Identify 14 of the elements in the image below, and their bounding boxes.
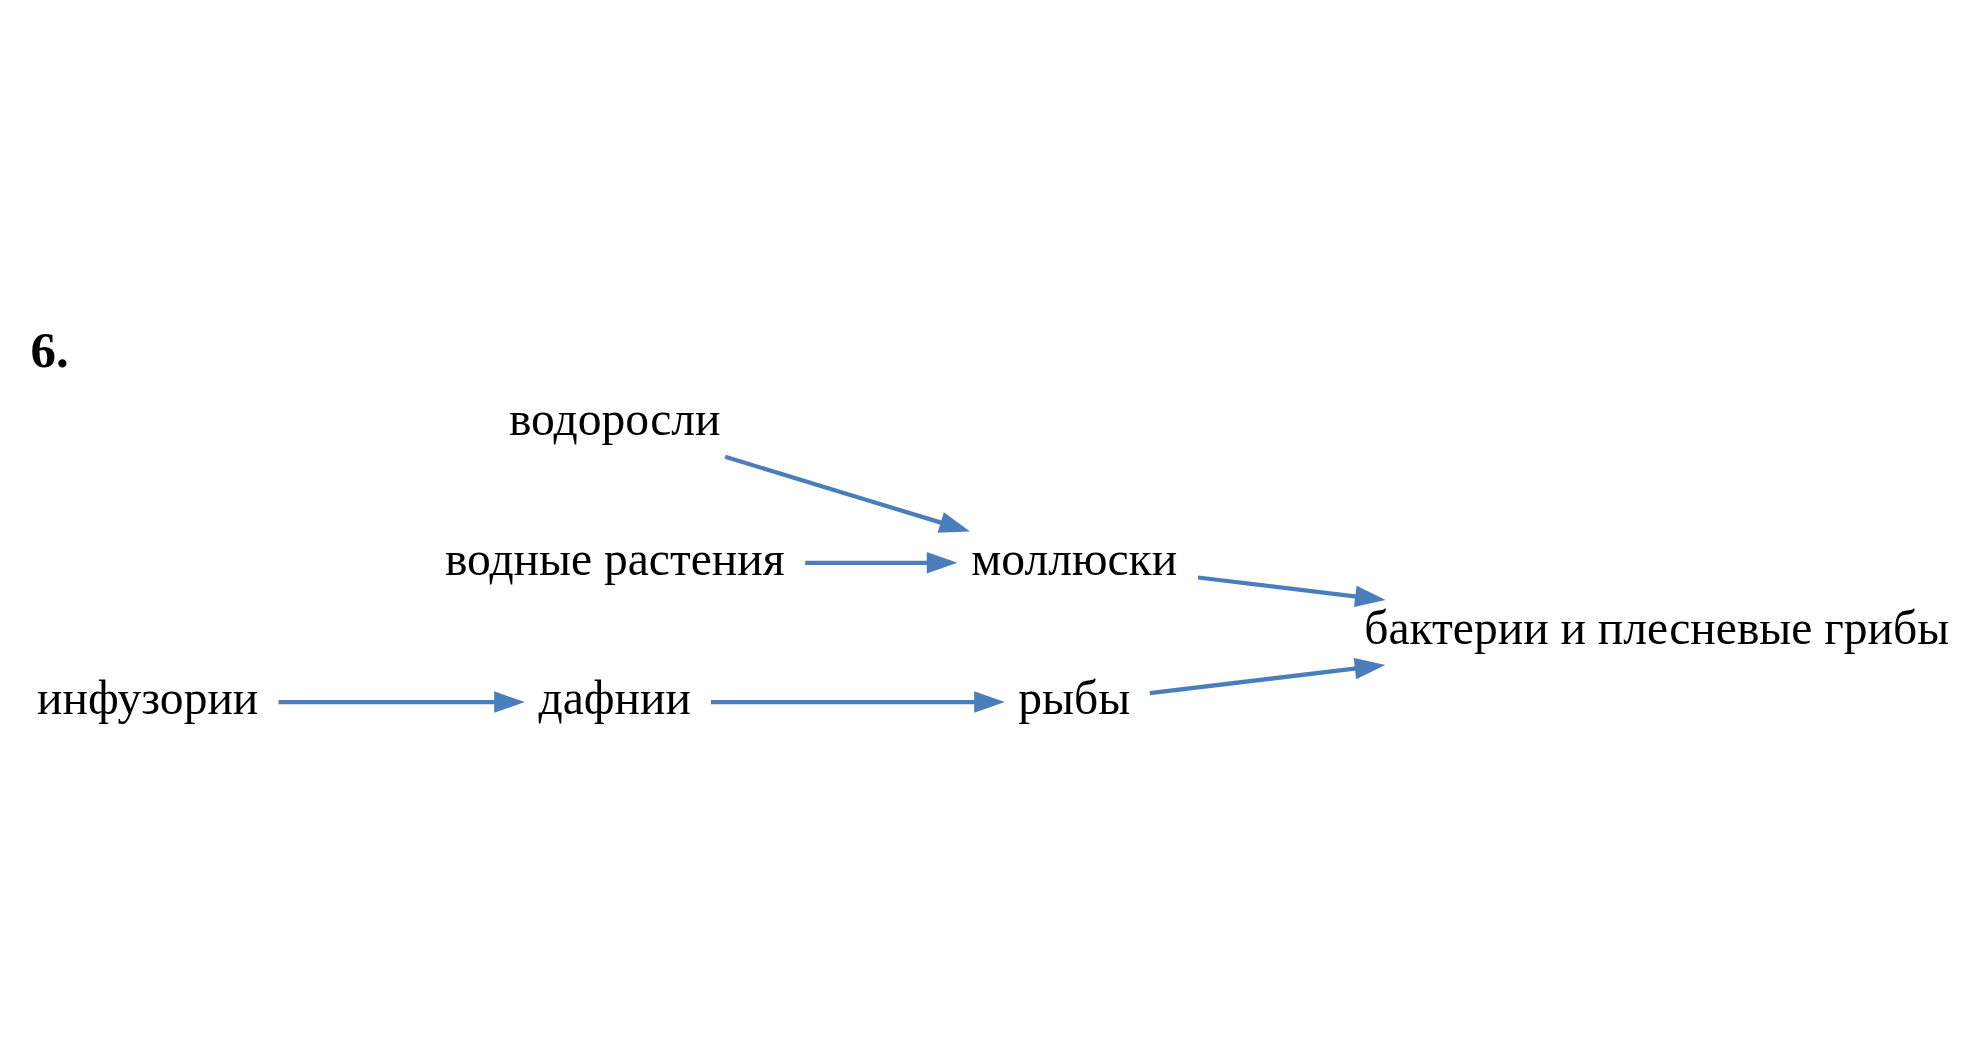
node-text: водные растения bbox=[444, 532, 785, 585]
arrow bbox=[1197, 574, 1386, 607]
node-text: дафнии bbox=[538, 671, 691, 724]
node-text: водоросли bbox=[508, 392, 721, 445]
node-text: рыбы bbox=[1017, 671, 1130, 724]
node-text: бактерии и плесневые грибы bbox=[1363, 601, 1949, 654]
arrow bbox=[1149, 657, 1385, 695]
node-text: инфузории bbox=[36, 671, 258, 724]
arrow bbox=[804, 551, 957, 574]
arrow bbox=[278, 690, 525, 713]
diagram-title: 6. bbox=[30, 321, 69, 378]
arrow bbox=[723, 454, 970, 533]
arrow bbox=[710, 690, 1005, 713]
node-text: моллюски bbox=[970, 532, 1177, 585]
